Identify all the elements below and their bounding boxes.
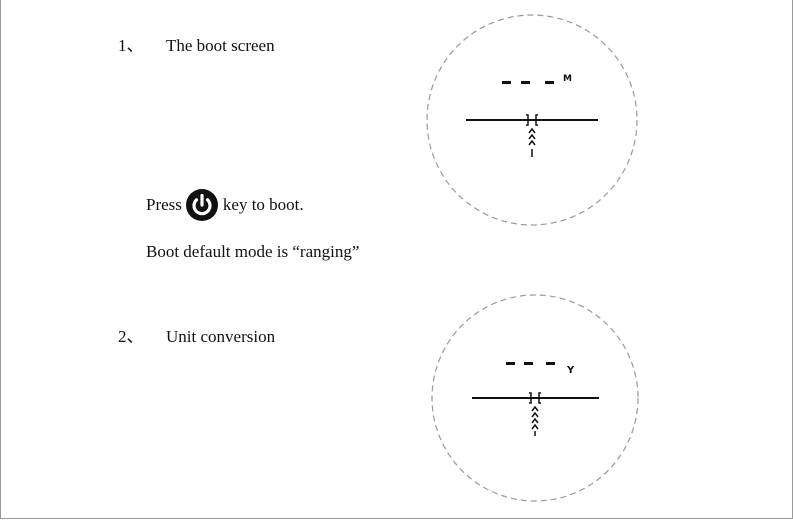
distance-readout-dashes — [502, 81, 554, 84]
press-instruction: Press key to boot. — [146, 188, 304, 222]
press-suffix: key to boot. — [222, 195, 304, 214]
scope-circle — [431, 294, 639, 502]
press-prefix: Press — [146, 195, 182, 214]
section-2-title: Unit conversion — [166, 327, 276, 346]
section-2-number: 2、 — [118, 327, 144, 346]
distance-readout-dashes — [506, 362, 555, 365]
scope-circle — [426, 14, 638, 226]
unit-label-y: Y — [566, 365, 575, 376]
section-1-number: 1、 — [118, 36, 144, 55]
unit-label-m: M — [563, 74, 572, 84]
section-1-title: The boot screen — [166, 36, 275, 55]
reticle-center-mark — [526, 114, 538, 157]
scope-display-meters: M — [426, 14, 638, 226]
default-mode-text: Boot default mode is “ranging” — [146, 242, 360, 261]
reticle-center-mark — [529, 392, 541, 436]
power-icon — [185, 188, 219, 222]
scope-display-yards: Y — [431, 294, 639, 502]
